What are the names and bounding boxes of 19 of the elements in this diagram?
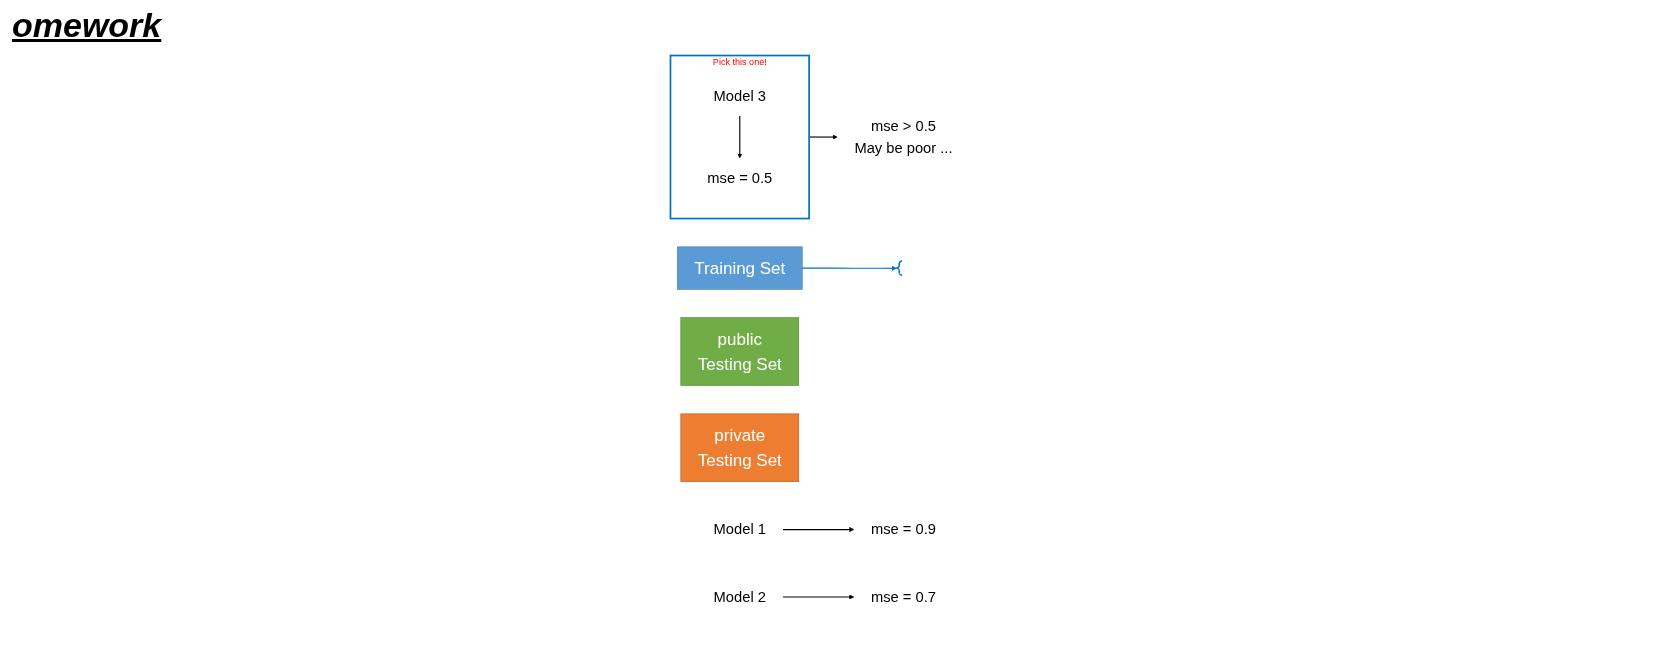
title: omework (12, 6, 162, 45)
arrow (782, 527, 855, 533)
node-bracket (895, 260, 903, 276)
node-label: Pick this one! (712, 57, 767, 67)
arrow (737, 115, 743, 159)
node-text: Model 3 (713, 87, 766, 105)
node-box: Training Set (677, 246, 803, 290)
cluster (669, 54, 810, 220)
node-text: mse = 0.5 (707, 169, 773, 186)
node-text: Model 2 (713, 588, 766, 606)
node-box: public Testing Set (680, 317, 800, 386)
node-text: Model 1 (713, 520, 766, 538)
node-box: private Testing Set (680, 413, 800, 483)
node-text: mse = 0.7 (870, 588, 936, 606)
node-text: mse > 0.5 (870, 117, 936, 135)
node-label: May be poor ... (854, 139, 953, 157)
arrow (782, 594, 855, 600)
arrow (801, 265, 897, 271)
node-text: mse = 0.9 (870, 520, 936, 538)
